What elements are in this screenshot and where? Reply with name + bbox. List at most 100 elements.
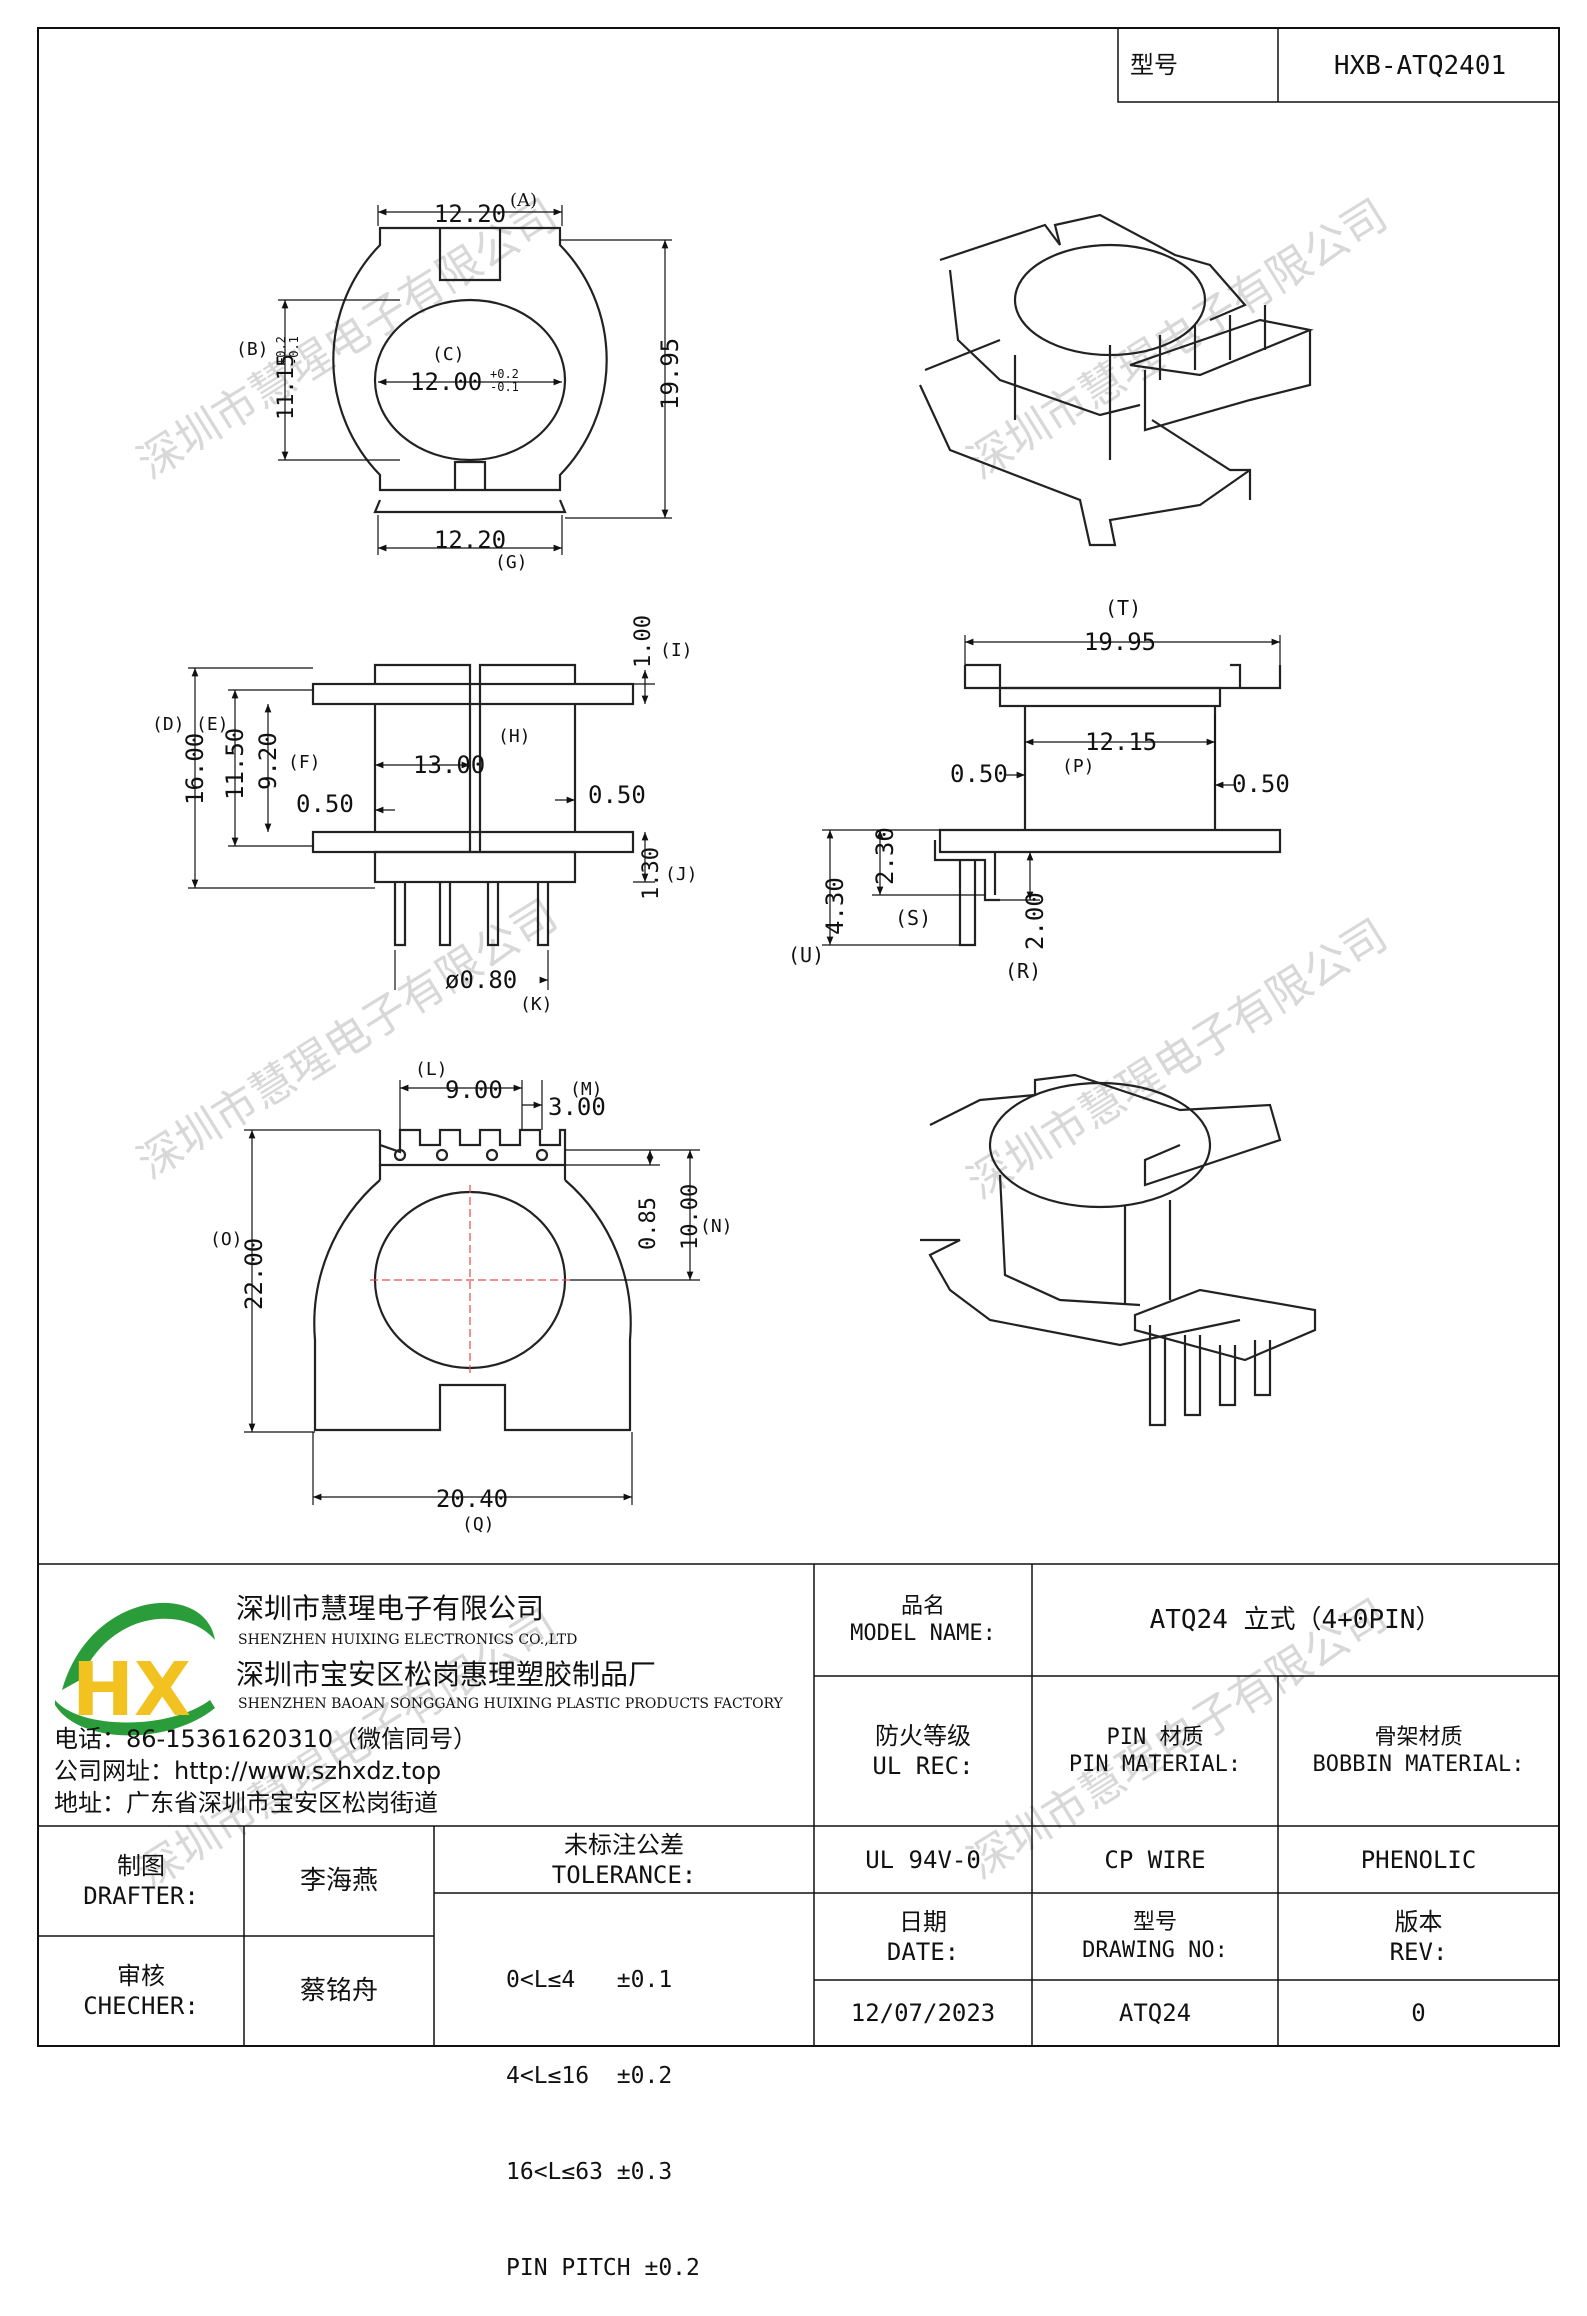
dim-K-tag: (K) xyxy=(520,994,553,1015)
bobbin-material-value: PHENOLIC xyxy=(1360,1845,1477,1874)
dim-S-tag: (S) xyxy=(895,906,931,930)
dim-I-value: 1.00 xyxy=(631,615,656,668)
drawing-no-value: ATQ24 xyxy=(1118,1999,1192,2027)
pin-material-label: PIN 材质 PIN MATERIAL: xyxy=(1068,1724,1242,1778)
rev-value: 0 xyxy=(1411,1999,1426,2027)
bottom-view-labels: 9.00 (L) 3.00 (M) 22.00 (O) 0.85 10.00 (… xyxy=(210,1059,733,1535)
dim-U-value: 4.30 xyxy=(821,877,849,935)
iso-view-2 xyxy=(920,1073,1317,1427)
front-view-dims xyxy=(188,667,655,990)
company-phone: 电话：86-15361620310（微信同号） xyxy=(54,1725,478,1753)
dim-A-value: 12.20 xyxy=(434,200,506,228)
dim-C-tol: +0.2-0.1 xyxy=(490,367,519,394)
company-logo: HX xyxy=(55,1602,215,1736)
dim-T-tag: (T) xyxy=(1105,596,1141,620)
dim-A-tag: (A) xyxy=(510,190,537,211)
dim-F-value: 9.20 xyxy=(254,732,282,790)
top-view xyxy=(332,226,608,514)
dim-K-value: ø0.80 xyxy=(445,966,517,994)
dim-L-tag: (L) xyxy=(415,1059,448,1080)
dim-F-tag: (F) xyxy=(288,752,321,773)
dim-E-value: 11.50 xyxy=(221,728,249,800)
header-model-label: 型号 xyxy=(1130,51,1178,79)
drafter-value: 李海燕 xyxy=(299,1865,378,1896)
dim-R-value: 2.00 xyxy=(1021,892,1049,950)
front-view xyxy=(311,663,635,947)
dim-M-tag: (M) xyxy=(570,1079,603,1100)
dim-B-tag: (B) xyxy=(236,339,269,360)
drawing-no-label: 型号 DRAWING NO: xyxy=(1082,1910,1228,1963)
dim-N-small: 0.85 xyxy=(636,1197,661,1250)
tolerance-row: 16<L≤63 ±0.3 xyxy=(506,2159,673,2185)
dim-side-wall-left: 0.50 xyxy=(950,760,1008,788)
top-view-labels: 12.20 (A) 11.15 +0.2-0.1 (B) 12.00 +0.2-… xyxy=(236,190,684,573)
bottom-view-centerlines xyxy=(370,1185,570,1375)
dim-wall-right: 0.50 xyxy=(588,781,646,809)
bobbin-material-label: 骨架材质 BOBBIN MATERIAL: xyxy=(1312,1724,1525,1778)
dim-side-wall-right: 0.50 xyxy=(1232,770,1290,798)
dim-H-value: 13.00 xyxy=(413,751,485,779)
side-view-dims xyxy=(822,635,1281,946)
checker-label: 审核 CHECHER: xyxy=(83,1962,199,2020)
company-name-cn: 深圳市慧瑆电子有限公司 xyxy=(236,1591,545,1625)
dim-wall-left: 0.50 xyxy=(296,790,354,818)
dim-P-tag: (P) xyxy=(1062,756,1095,777)
dim-N-tag: (N) xyxy=(700,1216,733,1237)
dim-J-tag: (J) xyxy=(665,864,698,885)
iso-view-1 xyxy=(919,213,1314,547)
dim-D-value: 16.00 xyxy=(181,733,209,805)
date-label: 日期 DATE: xyxy=(886,1907,960,1966)
dim-O-value: 22.00 xyxy=(240,1238,268,1310)
model-name-value: ATQ24 立式（4+0PIN） xyxy=(1149,1604,1442,1635)
dim-B-tol: +0.2-0.1 xyxy=(274,336,301,365)
dim-J-value: 1.30 xyxy=(639,847,664,900)
side-view-labels: 19.95 (T) 12.15 (P) 0.50 0.50 4.30 (U) 2… xyxy=(788,596,1290,983)
ul-rec-label: 防火等级 UL REC: xyxy=(872,1722,974,1780)
tolerance-table: 0<L≤4 ±0.1 4<L≤16 ±0.2 16<L≤63 ±0.3 PIN … xyxy=(506,1900,806,2281)
watermark-text-4: 深圳市慧瑆电子有限公司 xyxy=(959,910,1396,1210)
tolerance-row: PIN PITCH ±0.2 xyxy=(506,2255,700,2281)
tolerance-row: 4<L≤16 ±0.2 xyxy=(506,2063,673,2089)
company-website: 公司网址：http://www.szhxdz.top xyxy=(54,1757,442,1785)
dim-P-value: 12.15 xyxy=(1085,728,1157,756)
dim-H-tag: (H) xyxy=(498,726,531,747)
dim-S-value: 2.30 xyxy=(871,827,899,885)
tolerance-label: 未标注公差 TOLERANCE: xyxy=(551,1830,697,1889)
ul-rec-value: UL 94V-0 xyxy=(865,1845,981,1874)
dim-O-tag: (O) xyxy=(210,1229,243,1250)
checker-value: 蔡铭舟 xyxy=(299,1975,378,2006)
company-address: 地址：广东省深圳市宝安区松岗街道 xyxy=(54,1789,438,1817)
header-model-value: HXB-ATQ2401 xyxy=(1334,51,1506,81)
tolerance-row: 0<L≤4 ±0.1 xyxy=(506,1967,673,1993)
header-box xyxy=(1117,27,1560,103)
dim-C-tag: (C) xyxy=(432,344,465,365)
bottom-view-dims xyxy=(244,1080,700,1505)
dim-L-value: 9.00 xyxy=(445,1076,503,1104)
sheet-border xyxy=(37,27,1560,2047)
front-view-labels: 16.00 (D) 11.50 (E) 9.20 (F) 13.00 (H) 0… xyxy=(152,615,698,1015)
model-name-label: 品名 MODEL NAME: xyxy=(850,1593,996,1647)
drawing-sheet: 型号 HXB-ATQ2401 深圳市慧瑆电子有限公司 深圳市慧瑆电子有限公司 深… xyxy=(37,27,1560,2047)
dim-R-tag: (R) xyxy=(1005,959,1041,983)
dim-B-value: 11.15 xyxy=(274,354,299,420)
dim-Q-value: 20.40 xyxy=(436,1485,508,1513)
top-view-dims xyxy=(278,205,672,555)
dim-C-value: 12.00 xyxy=(410,368,482,396)
dim-E-tag: (E) xyxy=(196,714,229,735)
dim-T-value: 19.95 xyxy=(1084,628,1156,656)
dim-G-value: 12.20 xyxy=(434,526,506,554)
dim-Q-tag: (Q) xyxy=(462,1514,495,1535)
title-block-grid xyxy=(38,1563,1559,2046)
pin-material-value: CP WIRE xyxy=(1104,1845,1206,1874)
dim-M-value: 3.00 xyxy=(548,1093,606,1121)
dim-D-tag: (D) xyxy=(152,714,185,735)
side-view xyxy=(933,663,1282,947)
dim-I-tag: (I) xyxy=(660,640,693,661)
factory-name-cn: 深圳市宝安区松岗惠理塑胶制品厂 xyxy=(236,1657,657,1691)
dim-top-height: 19.95 xyxy=(656,338,684,410)
dim-G-tag: (G) xyxy=(495,552,528,573)
dim-N-value: 10.00 xyxy=(678,1184,703,1250)
logo-text: HX xyxy=(72,1647,191,1733)
date-value: 12/07/2023 xyxy=(850,1999,996,2027)
rev-label: 版本 REV: xyxy=(1389,1907,1448,1966)
